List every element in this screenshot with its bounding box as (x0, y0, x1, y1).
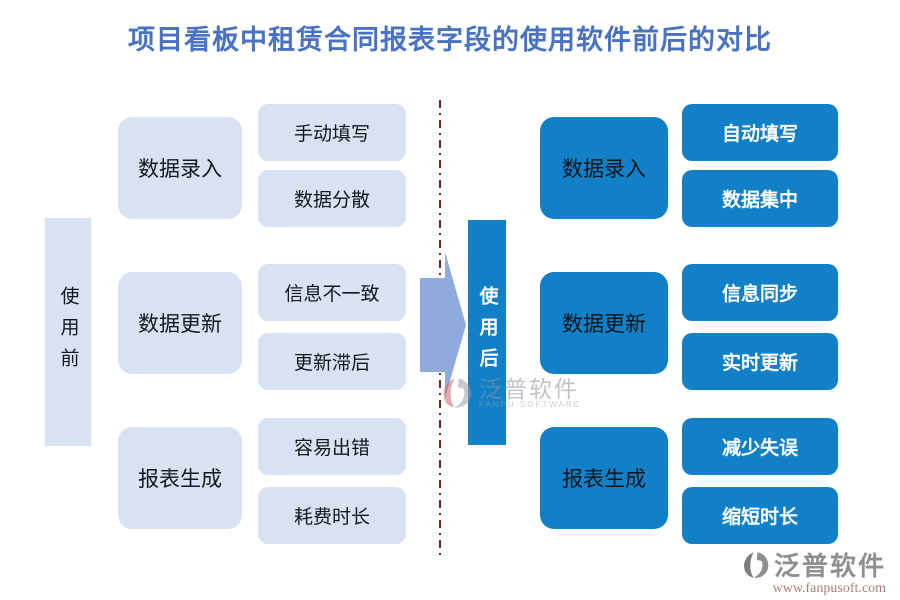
footer-brand: 泛普软件 (773, 551, 886, 581)
before-category-data-entry: 数据录入 (118, 117, 242, 219)
before-item-error-prone: 容易出错 (258, 418, 406, 475)
page-title: 项目看板中租赁合同报表字段的使用软件前后的对比 (128, 25, 772, 55)
after-label-bar: 使用后 (468, 220, 506, 445)
fanpu-logo-icon (744, 551, 769, 578)
before-item-manual-fill: 手动填写 (258, 104, 406, 161)
after-item-fewer-errors: 减少失误 (682, 418, 838, 475)
footer-url: www.fanpusoft.com (772, 581, 886, 596)
before-item-info-inconsistent: 信息不一致 (258, 264, 406, 321)
before-label-bar: 使用前 (45, 218, 91, 446)
after-item-data-centralized: 数据集中 (682, 170, 838, 227)
after-category-data-update: 数据更新 (540, 272, 668, 374)
before-item-time-consuming: 耗费时长 (258, 487, 406, 544)
before-item-update-lag: 更新滞后 (258, 333, 406, 390)
after-item-info-sync: 信息同步 (682, 264, 838, 321)
footer-logo: 泛普软件 www.fanpusoft.com (741, 546, 886, 597)
after-item-shorter-time: 缩短时长 (682, 487, 838, 544)
transform-arrow-icon (420, 252, 466, 398)
after-item-auto-fill: 自动填写 (682, 104, 838, 161)
after-item-realtime-update: 实时更新 (682, 333, 838, 390)
divider-dashed-line (439, 100, 441, 558)
before-category-data-update: 数据更新 (118, 272, 242, 374)
after-category-data-entry: 数据录入 (540, 117, 668, 219)
after-category-report-generation: 报表生成 (540, 427, 668, 529)
before-item-data-scattered: 数据分散 (258, 170, 406, 227)
before-category-report-generation: 报表生成 (118, 427, 242, 529)
